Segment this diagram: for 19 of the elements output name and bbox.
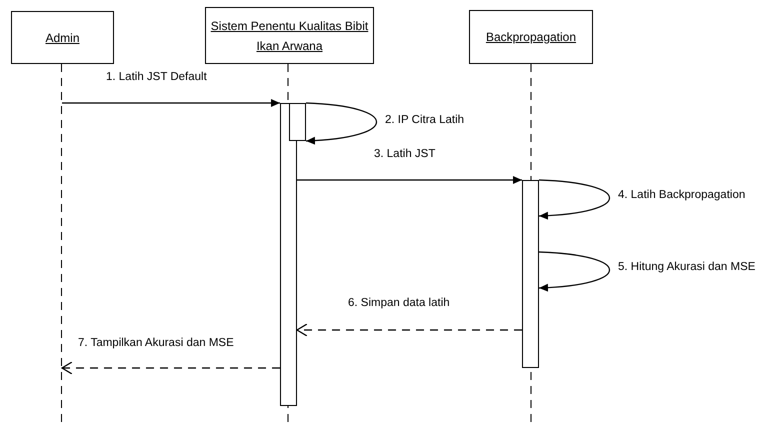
edge-label: 5. Hitung Akurasi dan MSE [618,261,756,273]
message-arrow [538,251,610,292]
message-arrow [62,99,280,107]
participant-box: Sistem Penentu Kualitas Bibit Ikan Arwana [205,7,374,64]
edge-label: 4. Latih Backpropagation [618,189,746,201]
message-arrow [538,179,610,220]
activation-bar [280,103,297,406]
message-arrow [296,323,522,337]
participant-box: Backpropagation [469,10,593,64]
message-arrow [61,361,280,375]
activation-bar [522,180,539,368]
activation-bar [289,103,306,141]
edge-label: 2. IP Citra Latih [385,114,464,126]
message-arrow [306,102,377,144]
edge-label: 1. Latih JST Default [106,71,207,83]
edge-label: 6. Simpan data latih [348,297,450,309]
message-arrow [297,176,522,184]
edge-label: 7. Tampilkan Akurasi dan MSE [78,337,234,349]
edge-label: 3. Latih JST [374,148,436,160]
